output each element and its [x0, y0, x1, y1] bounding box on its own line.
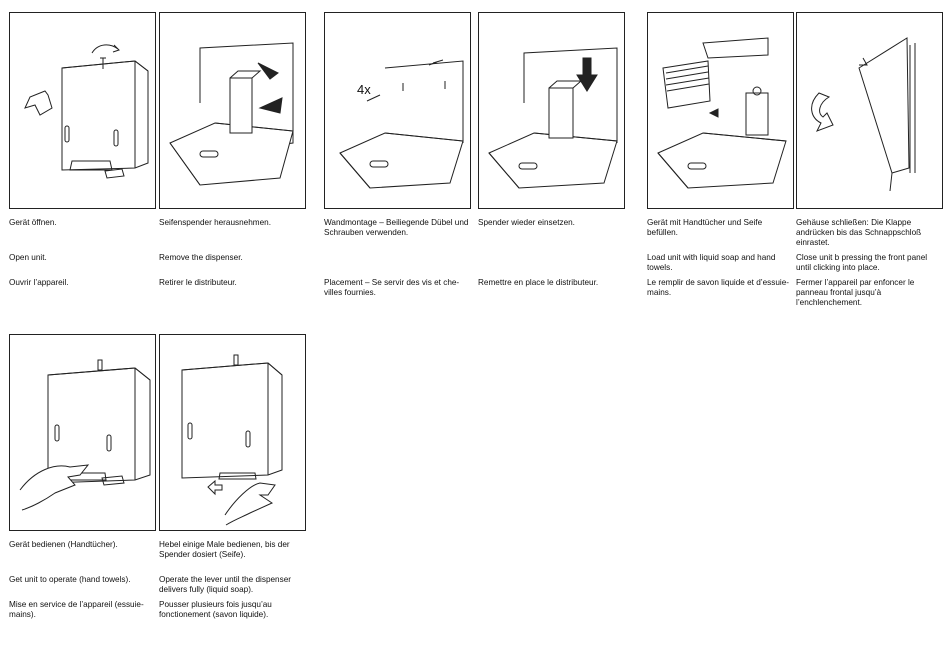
step-7-fr: Mise en service de l’appareil (essuie-ma… — [9, 600, 144, 620]
step-1-en: Open unit. — [9, 253, 47, 262]
remove-dispenser-illustration — [159, 12, 306, 209]
operate-towels-illustration — [9, 334, 156, 531]
step-5-en: Load unit with liquid soap and hand towe… — [647, 253, 776, 273]
reinsert-dispenser-illustration — [478, 12, 625, 209]
step-4-fr: Remettre en place le distributeur. — [478, 278, 599, 287]
step-3-de: Wandmontage – Beiliegende Dübel und Schr… — [324, 218, 469, 238]
step-2-fr: Retirer le distributeur. — [159, 278, 237, 287]
load-unit-illustration — [647, 12, 794, 209]
step-8-en: Operate the lever until the dispenser de… — [159, 575, 291, 595]
step-2-en: Remove the dispenser. — [159, 253, 243, 262]
step-4-de: Spender wieder einsetzen. — [478, 218, 575, 227]
operate-soap-illustration — [159, 334, 306, 531]
step-6-de: Gehäuse schließen: Die Klappe andrücken … — [796, 218, 922, 248]
step-7-de: Gerät bedienen (Handtücher). — [9, 540, 118, 549]
step-1-de: Gerät öffnen. — [9, 218, 57, 227]
step-6-en: Close unit b pressing the front panel un… — [796, 253, 928, 273]
step-8-fr: Pousser plusieurs fois jusqu’au fonction… — [159, 600, 272, 620]
wall-mounting-illustration: 4x — [324, 12, 471, 209]
step-8-de: Hebel einige Male bedienen, bis der Spen… — [159, 540, 290, 560]
close-unit-illustration — [796, 12, 943, 209]
step-7-en: Get unit to operate (hand towels). — [9, 575, 131, 584]
step-3-fr: Placement – Se servir des vis et che-vil… — [324, 278, 460, 298]
step-2-de: Seifenspender herausnehmen. — [159, 218, 271, 227]
step-1-fr: Ouvrir l’appareil. — [9, 278, 69, 287]
quantity-label: 4x — [357, 82, 371, 97]
step-5-fr: Le remplir de savon liquide et d’essuie-… — [647, 278, 789, 298]
step-6-fr: Fermer l’appareil par enfoncer le pannea… — [796, 278, 915, 308]
open-unit-illustration — [9, 12, 156, 209]
step-5-de: Gerät mit Handtücher und Seife befüllen. — [647, 218, 763, 238]
